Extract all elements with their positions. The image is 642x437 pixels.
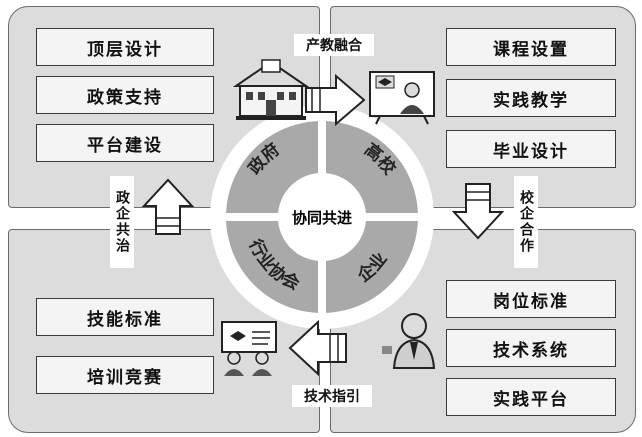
label-school-enterprise-cooperation: 校企合作 (514, 176, 538, 268)
box-platform-construction: 平台建设 (36, 124, 214, 162)
box-job-standards: 岗位标准 (446, 280, 616, 318)
label-industry-education-integration: 产教融合 (294, 34, 374, 56)
classroom-presentation-icon (221, 321, 277, 376)
businessman-icon (382, 313, 436, 369)
box-technical-system: 技术系统 (446, 329, 616, 367)
teacher-screen-icon (369, 71, 435, 125)
arrow-down-icon (451, 183, 505, 240)
box-practice-platform: 实践平台 (446, 378, 616, 416)
ring-segment-enterprise (322, 217, 418, 313)
box-policy-support: 政策支持 (36, 76, 214, 114)
ring-segments (226, 121, 418, 313)
label-technical-guidance: 技术指引 (292, 385, 372, 407)
ring-segment-government (226, 121, 322, 217)
box-training-competition: 培训竞赛 (36, 356, 214, 394)
arrow-left-icon (288, 319, 347, 377)
arrow-right-icon (305, 73, 366, 127)
ring-segment-association (226, 217, 322, 313)
box-top-level-design: 顶层设计 (36, 28, 214, 66)
center-circle (278, 173, 366, 261)
box-graduation-design: 毕业设计 (446, 130, 616, 168)
school-building-icon (232, 59, 310, 120)
arrow-up-icon (141, 178, 195, 235)
label-government-enterprise-governance: 政企共治 (110, 176, 134, 268)
box-skill-standards: 技能标准 (36, 298, 214, 336)
center-label: 协同共进 (292, 209, 352, 227)
box-curriculum: 课程设置 (446, 28, 616, 66)
ring-segment-university (322, 121, 418, 217)
box-practical-teaching: 实践教学 (446, 79, 616, 117)
